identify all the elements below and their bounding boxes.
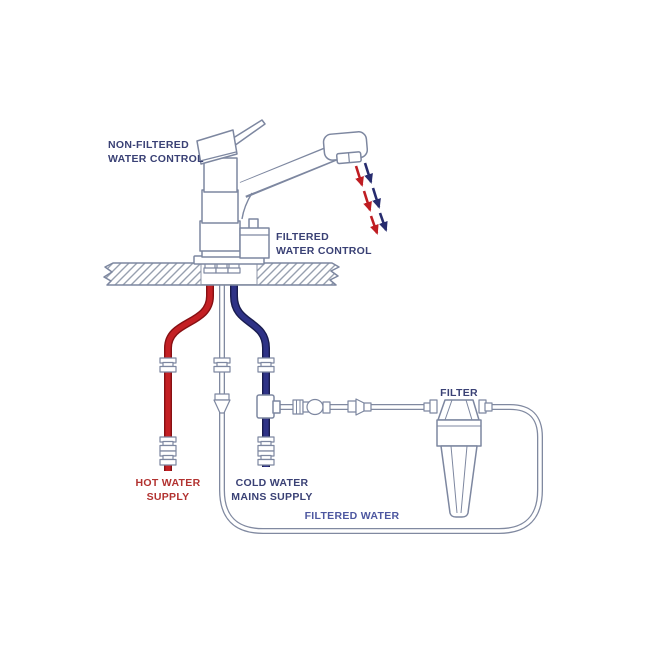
filter-outlet-fitting [484, 402, 493, 412]
faucet [193, 119, 369, 265]
label-filtered-control-line1: FILTERED [276, 231, 329, 243]
hot-supply-end-fittings [159, 436, 177, 466]
faucet-body-middle [201, 189, 239, 224]
tee-fitting [256, 394, 281, 419]
pipe-union-fitting [347, 398, 372, 416]
label-non-filtered-control-line2: WATER CONTROL [108, 153, 204, 165]
faucet-body-lower [199, 220, 241, 252]
cold-pipe-compression-nut [257, 357, 275, 373]
hot-pipe-compression-nut [159, 357, 177, 373]
spout-arm [238, 144, 341, 197]
filter-collar [436, 419, 482, 447]
label-filter: FILTER [440, 387, 478, 399]
label-hot-water-supply-line1: HOT WATER [136, 477, 201, 489]
filter-housing [440, 445, 478, 518]
spout-joint-curve [241, 192, 253, 220]
knob-body [239, 227, 270, 259]
faucet-body-upper [203, 157, 238, 193]
label-cold-water-supply-line2: MAINS SUPPLY [231, 491, 312, 503]
cold-pipe-core [231, 270, 269, 467]
shutoff-valve [292, 398, 331, 416]
cold-supply-end-fittings [257, 436, 275, 466]
filter-inlet-fitting [429, 399, 438, 414]
faucet-handle-block [196, 129, 238, 165]
filtered-pipe-compression-nut [213, 357, 231, 373]
water-flow-arrows [354, 162, 388, 235]
label-filtered-water: FILTERED WATER [305, 510, 400, 522]
cold-flow-arrow [363, 162, 388, 232]
cold-water-pipe [230, 270, 270, 467]
hot-pipe-core [165, 270, 213, 471]
filter-head [437, 399, 480, 421]
hot-water-pipe [164, 270, 214, 471]
label-filtered-control-line2: WATER CONTROL [276, 245, 372, 257]
filtered-tube-core [220, 264, 542, 533]
filtered-pipe-adaptor [213, 393, 231, 414]
label-non-filtered-control-line1: NON-FILTERED [108, 139, 189, 151]
hot-flow-arrow [354, 165, 379, 235]
spout-head [322, 131, 369, 165]
label-hot-water-supply-line2: SUPPLY [147, 491, 190, 503]
filter-unit [423, 399, 493, 518]
filtered-water-control-knob [239, 218, 270, 259]
label-cold-water-supply-line1: COLD WATER [236, 477, 309, 489]
